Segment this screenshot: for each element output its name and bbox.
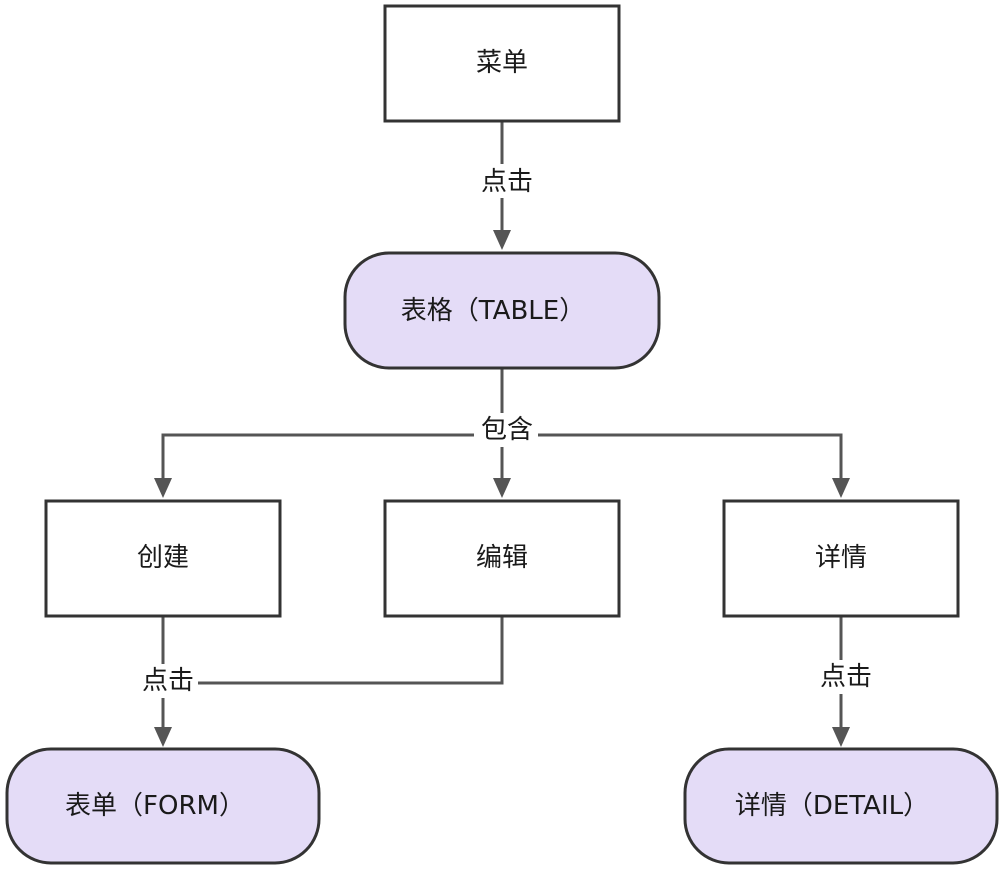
node-detail-label: 详情 [815, 543, 867, 573]
node-detail: 详情 [722, 499, 960, 618]
arrowhead [493, 230, 511, 250]
node-create-label: 创建 [137, 543, 189, 573]
node-form-label: 表单（FORM） [65, 791, 245, 821]
edge-label-click: 点击 [142, 666, 194, 696]
node-table-label: 表格（TABLE） [401, 296, 585, 326]
edge-label-click: 点击 [481, 167, 533, 197]
edge-label-contains: 包含 [474, 413, 538, 447]
edge-label-menu-table: 点击 [476, 164, 536, 198]
node-edit-label: 编辑 [476, 543, 528, 573]
edge-create-edit-to-form [154, 617, 504, 747]
node-menu-label: 菜单 [476, 48, 528, 78]
edge-label-contains-text: 包含 [481, 415, 533, 445]
arrowhead [832, 478, 850, 498]
arrowhead [832, 727, 850, 747]
node-create: 创建 [44, 499, 282, 618]
node-detail-page: 详情（DETAIL） [683, 747, 999, 865]
edge-label-click: 点击 [820, 662, 872, 692]
node-table: 表格（TABLE） [343, 251, 661, 370]
node-menu: 菜单 [383, 4, 621, 123]
arrowhead [154, 727, 172, 747]
arrowhead [154, 478, 172, 498]
arrowhead [493, 478, 511, 498]
edge-label-create-form: 点击 [138, 664, 198, 698]
node-edit: 编辑 [383, 499, 621, 618]
node-detail-page-label: 详情（DETAIL） [735, 791, 929, 821]
node-form: 表单（FORM） [5, 747, 321, 865]
edge-label-detail: 点击 [816, 660, 876, 694]
